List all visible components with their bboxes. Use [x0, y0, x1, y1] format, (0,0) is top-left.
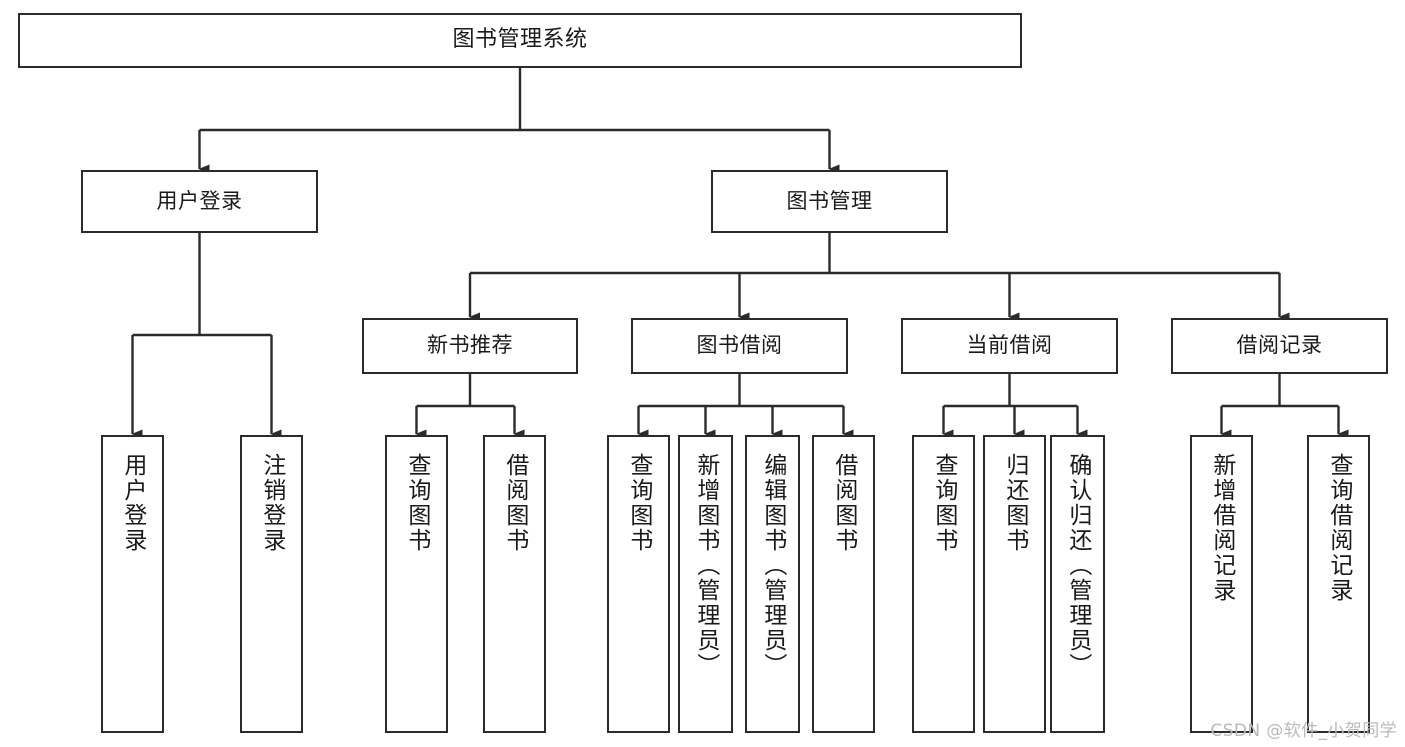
node-current-borrowing[interactable]: 当前借阅: [901, 318, 1118, 374]
node-user-login-label: 用户登录: [156, 188, 243, 213]
leaf-add-borrowing-record[interactable]: 新增借阅记录: [1190, 435, 1253, 733]
leaf-logout[interactable]: 注销登录: [240, 435, 303, 733]
node-borrowing-records[interactable]: 借阅记录: [1171, 318, 1388, 374]
node-current-borrowing-label: 当前借阅: [966, 333, 1053, 358]
node-root-label: 图书管理系统: [452, 27, 588, 53]
leaf-borrow-books-borrowing[interactable]: 借阅图书: [812, 435, 875, 733]
leaf-return-books[interactable]: 归还图书: [983, 435, 1046, 733]
node-book-borrowing-label: 图书借阅: [696, 333, 783, 358]
node-borrowing-records-label: 借阅记录: [1236, 333, 1323, 358]
leaf-query-borrowing-record-label: 查询借阅记录: [1325, 453, 1352, 603]
leaf-logout-label: 注销登录: [258, 453, 285, 553]
leaf-borrow-books-borrowing-label: 借阅图书: [830, 453, 857, 553]
leaf-query-books-borrowing-label: 查询图书: [625, 453, 652, 553]
leaf-add-book-admin-label: 新增图书（管理员）: [692, 453, 719, 678]
node-new-book-recommendation-label: 新书推荐: [427, 333, 513, 358]
node-root[interactable]: 图书管理系统: [18, 13, 1022, 68]
leaf-edit-book-admin[interactable]: 编辑图书（管理员）: [745, 435, 800, 733]
leaf-borrow-books-recommendation-label: 借阅图书: [501, 453, 528, 553]
leaf-user-login[interactable]: 用户登录: [101, 435, 164, 733]
node-new-book-recommendation[interactable]: 新书推荐: [362, 318, 578, 374]
leaf-user-login-label: 用户登录: [119, 453, 146, 553]
node-book-management[interactable]: 图书管理: [711, 170, 948, 233]
leaf-confirm-return-admin-label: 确认归还（管理员）: [1064, 453, 1091, 678]
leaf-edit-book-admin-label: 编辑图书（管理员）: [759, 453, 786, 678]
leaf-return-books-label: 归还图书: [1001, 453, 1028, 553]
leaf-query-borrowing-record[interactable]: 查询借阅记录: [1307, 435, 1370, 733]
leaf-add-book-admin[interactable]: 新增图书（管理员）: [678, 435, 733, 733]
node-user-login[interactable]: 用户登录: [81, 170, 318, 233]
leaf-query-books-current[interactable]: 查询图书: [912, 435, 975, 733]
leaf-query-books-current-label: 查询图书: [930, 453, 957, 553]
leaf-query-books-recommendation[interactable]: 查询图书: [385, 435, 448, 733]
leaf-add-borrowing-record-label: 新增借阅记录: [1208, 453, 1235, 603]
node-book-management-label: 图书管理: [786, 188, 873, 213]
leaf-query-books-borrowing[interactable]: 查询图书: [607, 435, 670, 733]
node-book-borrowing[interactable]: 图书借阅: [631, 318, 848, 374]
leaf-confirm-return-admin[interactable]: 确认归还（管理员）: [1050, 435, 1105, 733]
leaf-borrow-books-recommendation[interactable]: 借阅图书: [483, 435, 546, 733]
leaf-query-books-recommendation-label: 查询图书: [403, 453, 430, 553]
edge-paths: [131, 68, 1349, 439]
